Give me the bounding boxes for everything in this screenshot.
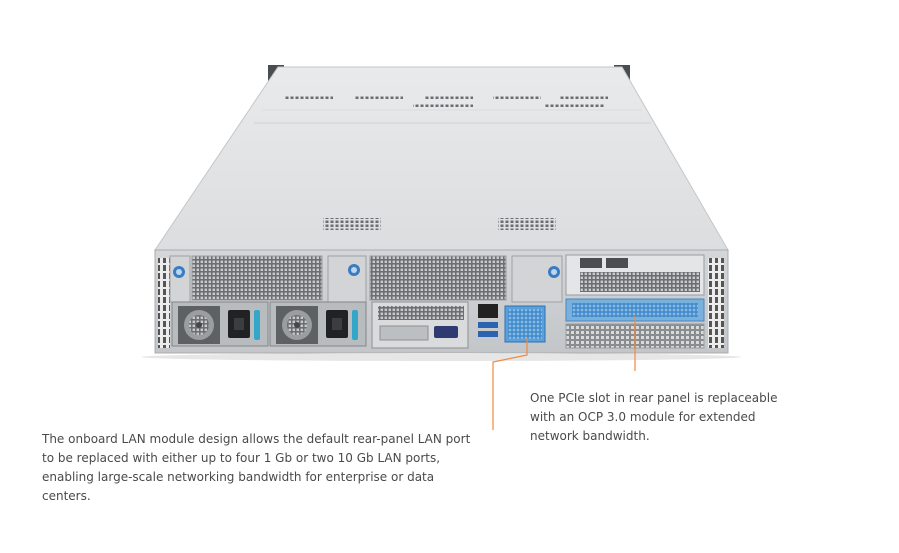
thumbscrew-icon[interactable] (548, 266, 560, 278)
top-vent (323, 218, 381, 230)
top-vent (560, 95, 608, 99)
thumbscrew-icon[interactable] (348, 264, 360, 276)
io-ports (379, 325, 429, 341)
top-vent (285, 95, 333, 99)
side-vent-right (708, 258, 724, 348)
top-vent (355, 95, 403, 99)
psu-latch[interactable] (352, 310, 358, 340)
pcie-riser-mesh (191, 255, 323, 301)
usb-port[interactable] (478, 331, 498, 337)
psu-fan-icon (276, 306, 318, 344)
thumbscrew-icon[interactable] (173, 266, 185, 278)
psu-latch[interactable] (254, 310, 260, 340)
pcie-riser-mesh (369, 255, 507, 301)
psu-fan-icon (178, 306, 220, 344)
top-vent (413, 104, 473, 108)
callout-leader-lan (492, 338, 528, 430)
psu-unit (171, 301, 269, 347)
power-socket-icon (326, 310, 348, 338)
usb-port[interactable] (478, 322, 498, 328)
top-vent (498, 218, 556, 230)
side-vent-left (158, 258, 170, 348)
top-vent (493, 95, 541, 99)
psu-unit (269, 301, 367, 347)
top-vent (545, 104, 605, 108)
chassis-top (154, 66, 729, 251)
callout-lan-module-text: The onboard LAN module design allows the… (42, 432, 471, 503)
top-vent (425, 95, 473, 99)
callout-ocp-slot-text: One PCIe slot in rear panel is replaceab… (530, 391, 778, 443)
power-socket-icon (228, 310, 250, 338)
lan-port[interactable] (478, 304, 498, 318)
vga-port[interactable] (434, 326, 458, 338)
